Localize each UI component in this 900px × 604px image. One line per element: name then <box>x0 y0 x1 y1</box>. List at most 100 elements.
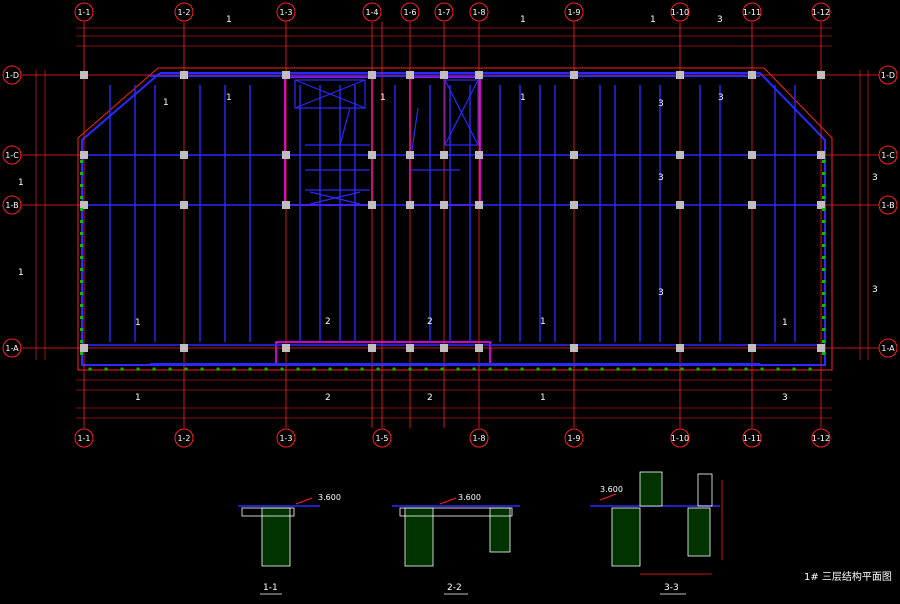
column-mark <box>748 151 756 159</box>
edge-dot <box>424 367 428 371</box>
room-mark: 3 <box>717 15 723 25</box>
axis-bubble-label: 1-1 <box>77 8 90 17</box>
axis-bubble-label: 1-8 <box>472 8 485 17</box>
edge-dot <box>822 160 825 163</box>
axis-bubble-circle <box>469 428 489 448</box>
dimension-lines <box>35 27 869 419</box>
room-mark: 3 <box>718 93 724 103</box>
column-mark <box>180 344 188 352</box>
axis-bubble-label: 1-6 <box>403 8 416 17</box>
top-axis-bubble: 1-9 <box>564 2 584 22</box>
column-mark <box>440 201 448 209</box>
columns <box>80 71 825 371</box>
section-1-1-label: 1-1 <box>263 583 278 593</box>
edge-dot <box>456 367 460 371</box>
axis-bubble-label: 1-12 <box>812 8 830 17</box>
column-mark <box>676 151 684 159</box>
edge-dot <box>822 232 825 235</box>
room-mark: 1 <box>135 393 141 403</box>
edge-dot <box>80 316 83 319</box>
column-mark <box>180 151 188 159</box>
edge-dot <box>296 367 300 371</box>
axis-bubble-label: 1-2 <box>177 434 190 443</box>
axis-bubble-circle <box>878 338 898 358</box>
edge-dot <box>80 304 83 307</box>
edge-dot <box>152 367 156 371</box>
column-mark <box>406 201 414 209</box>
edge-dot <box>822 172 825 175</box>
edge-dot <box>822 304 825 307</box>
axis-bubble-circle <box>434 2 454 22</box>
edge-dot <box>696 367 700 371</box>
axis-bubble-label: 1-11 <box>743 434 761 443</box>
axis-bubble-circle <box>878 145 898 165</box>
edge-dot <box>728 367 732 371</box>
axis-bubble-circle <box>878 195 898 215</box>
column-mark <box>676 344 684 352</box>
edge-dot <box>392 367 396 371</box>
edge-dot <box>80 256 83 259</box>
column-mark <box>180 71 188 79</box>
axis-bubble-label: 1-4 <box>365 8 378 17</box>
row-axis-bubble-left: 1-A <box>2 338 22 358</box>
axis-bubble-label: 1-B <box>5 201 18 210</box>
edge-dot <box>822 196 825 199</box>
axis-bubble-circle <box>276 2 296 22</box>
edge-dot <box>80 280 83 283</box>
column-mark <box>676 201 684 209</box>
axis-bubble-circle <box>742 428 762 448</box>
room-mark: 1 <box>380 93 386 103</box>
top-axis-bubble: 1-12 <box>811 2 831 22</box>
axis-bubble-circle <box>174 2 194 22</box>
axis-bubble-circle <box>670 428 690 448</box>
edge-dot <box>80 184 83 187</box>
axis-bubble-label: 1-3 <box>279 8 292 17</box>
edge-dot <box>264 367 268 371</box>
edge-dot <box>312 367 316 371</box>
room-mark: 3 <box>872 173 878 183</box>
edge-dot <box>822 280 825 283</box>
column-mark <box>282 201 290 209</box>
axis-bubble-label: 1-C <box>881 151 895 160</box>
section-2-2-label: 2-2 <box>447 583 462 593</box>
edge-dot <box>80 268 83 271</box>
axis-bubble-circle <box>811 2 831 22</box>
room-mark: 1 <box>520 93 526 103</box>
edge-dot <box>80 220 83 223</box>
column-mark <box>80 151 88 159</box>
bottom-axis-bubble: 1-3 <box>276 428 296 448</box>
edge-dot <box>536 367 540 371</box>
room-mark: 2 <box>325 317 331 327</box>
bottom-axis-bubble: 1-5 <box>372 428 392 448</box>
section-3-3-label: 3-3 <box>664 583 679 593</box>
axis-bubble-label: 1-9 <box>567 434 580 443</box>
edge-dot <box>504 367 508 371</box>
axis-bubble-circle <box>362 2 382 22</box>
top-axis-bubble: 1-10 <box>670 2 690 22</box>
column-mark <box>817 344 825 352</box>
axis-bubble-circle <box>811 428 831 448</box>
column-mark <box>368 71 376 79</box>
column-mark <box>570 71 578 79</box>
column-mark <box>817 201 825 209</box>
edge-dot <box>408 367 412 371</box>
axis-bubble-circle <box>400 2 420 22</box>
edge-dot <box>136 367 140 371</box>
row-axis-bubble-right: 1-A <box>878 338 898 358</box>
edge-dot <box>776 367 780 371</box>
axis-bubble-label: 1-9 <box>567 8 580 17</box>
section-2-2-elevation: 3.600 <box>458 493 481 502</box>
edge-dot <box>648 367 652 371</box>
edge-dot <box>822 244 825 247</box>
column-mark <box>282 151 290 159</box>
beam-lines <box>86 75 820 365</box>
edge-dot <box>822 220 825 223</box>
axis-bubble-label: 1-11 <box>743 8 761 17</box>
top-axis-bubble: 1-6 <box>400 2 420 22</box>
room-mark: 1 <box>226 93 232 103</box>
axis-bubble-label: 1-12 <box>812 434 830 443</box>
